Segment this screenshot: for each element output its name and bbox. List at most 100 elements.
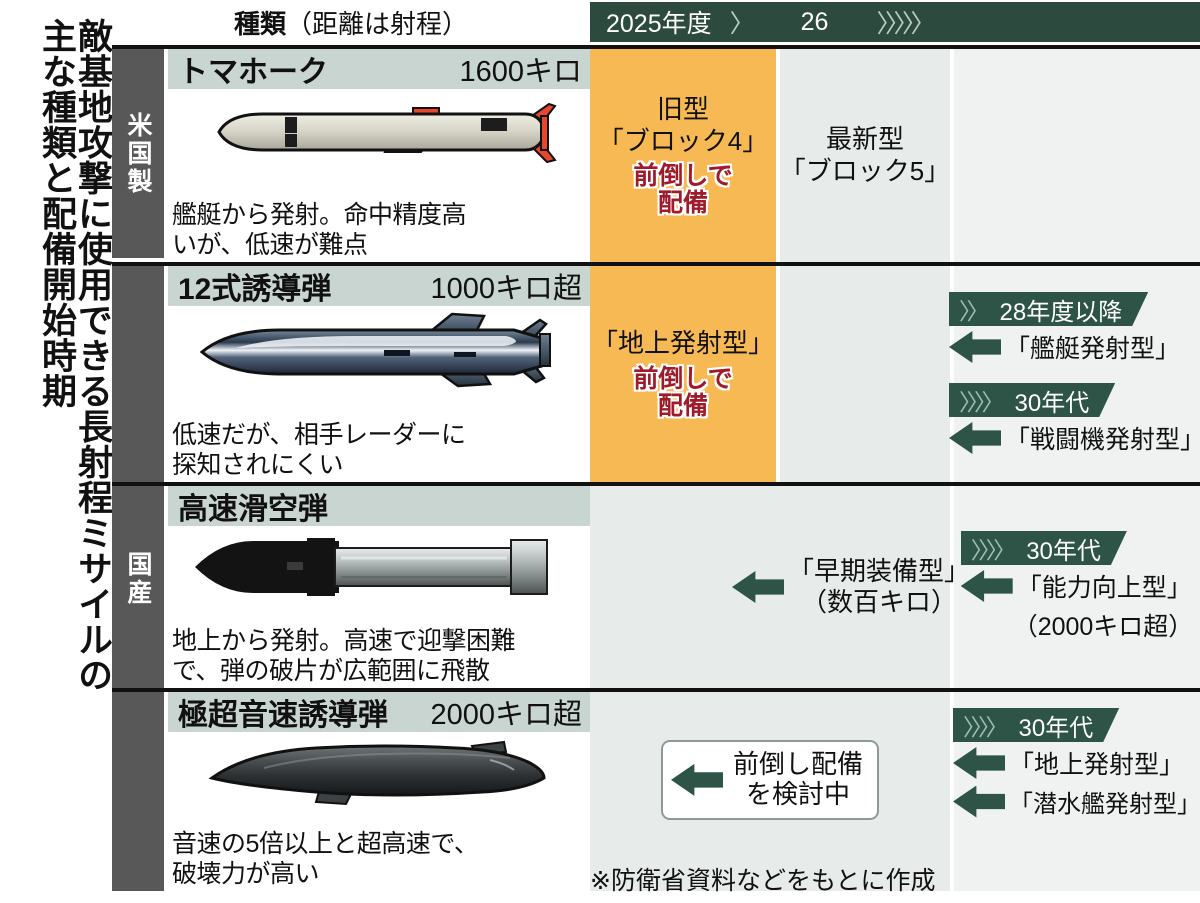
era-chip-30s-row4: 〉〉〉〉 30年代 xyxy=(953,708,1119,742)
chevron-right-multi-icon: 〉〉〉〉 xyxy=(970,537,1013,563)
arrow-left-icon xyxy=(949,422,1001,454)
table-row: 12式誘導弾 1000キロ超 xyxy=(112,266,1200,482)
era-chip-30s-row2: 〉〉〉〉 30年代 xyxy=(949,383,1115,417)
table-row: 高速滑空弾 xyxy=(112,486,1200,688)
timeline-header-banner: 2025年度 〉 26 〉〉〉〉〉 xyxy=(590,2,1200,42)
row-4-callout-line-2: を検討中 xyxy=(745,778,850,809)
row-3-variant-upgraded: 「能力向上型」 xyxy=(960,568,1192,604)
divider-row2-row3 xyxy=(112,482,1200,486)
type12-guided-missile-icon xyxy=(168,308,590,394)
row-2-stamp-line-2: 配備 xyxy=(657,391,708,420)
row-2-cell-future: 〉〉 28年度以降 「艦艇発射型」 〉〉〉〉 30年代 「戦闘機発射型」 xyxy=(949,266,1200,482)
row-2-variant-ship: 「艦艇発射型」 xyxy=(949,329,1180,365)
row-4-callout-text: 前倒し配備 を検討中 xyxy=(732,749,863,810)
row-4-desc-line-2: 破壊力が高い xyxy=(172,859,320,888)
chevron-right-multi-icon: 〉〉〉〉 xyxy=(959,389,1001,415)
maker-label-domestic: 国産 xyxy=(124,550,152,607)
arrow-left-icon xyxy=(953,747,1005,779)
row-1-name: トマホーク xyxy=(178,56,328,89)
era-chip-28-label: 28年度以降 xyxy=(999,298,1123,326)
row-1-c2-line-1: 最新型 xyxy=(825,124,904,155)
row-2-desc-line-1: 低速だが、相手レーダーに xyxy=(172,421,466,449)
chevron-right-multi-icon: 〉〉〉〉〉 xyxy=(876,10,935,38)
table-header: 種類（距離は射程） 2025年度 〉 26 〉〉〉〉〉 xyxy=(112,0,1200,45)
row-3-title-bar: 高速滑空弾 xyxy=(168,486,590,526)
table-row: トマホーク 1600キロ xyxy=(112,49,1200,262)
row-2-c1-line-1: 「地上発射型」 xyxy=(591,328,774,359)
row-1-stamp-line-2: 配備 xyxy=(657,188,708,217)
maker-band-us: 米国製 xyxy=(112,49,164,258)
arrow-left-icon xyxy=(960,570,1013,602)
row-2-stamp-line-1: 前倒しで xyxy=(633,364,733,393)
row-2-era-groups: 〉〉 28年度以降 「艦艇発射型」 〉〉〉〉 30年代 「戦闘機発射型」 xyxy=(949,292,1200,456)
row-3-variant-upgraded-range: （2000キロ超） xyxy=(1013,607,1194,643)
row-4-description: 音速の5倍以上と超高速で、 破壊力が高い xyxy=(172,830,588,889)
row-3-description: 地上から発射。高速で迎撃困難 で、弾の破片が広範囲に飛散 xyxy=(172,627,588,686)
era-chip-28-onward: 〉〉 28年度以降 xyxy=(949,292,1148,326)
chevron-right-icon: 〉 xyxy=(729,10,755,38)
row-3-name: 高速滑空弾 xyxy=(178,493,328,526)
maker-band-domestic: 国産 xyxy=(112,266,164,891)
tomahawk-missile-icon xyxy=(168,91,590,176)
row-1-range: 1600キロ xyxy=(459,56,582,88)
divider-row1-row2 xyxy=(112,262,1200,266)
row-4-range: 2000キロ超 xyxy=(430,699,582,731)
row-3-desc-line-2: で、弾の破片が広範囲に飛散 xyxy=(172,656,490,685)
row-1-info: トマホーク 1600キロ xyxy=(168,49,590,262)
chevron-right-multi-icon: 〉〉 xyxy=(959,298,986,324)
column-header-kind-main: 種類 xyxy=(233,9,286,39)
page-title-line-2: 主な種類と配備開始時期 xyxy=(36,18,76,409)
row-4-callout-line-1: 前倒し配備 xyxy=(732,749,863,779)
row-3-era-groups: 〉〉〉〉 30年代 「能力向上型」 （2000キロ超） xyxy=(960,531,1194,643)
row-1-cell-2025: 旧型 「ブロック4」 前倒しで 配備 xyxy=(590,49,776,262)
row-1-c1-line-1: 旧型 xyxy=(656,94,709,125)
row-2-range: 1000キロ超 xyxy=(430,273,582,305)
row-1-desc-line-1: 艦艇から発射。命中精度高 xyxy=(172,201,467,229)
row-3-early-variant: 「早期装備型」 （数百キロ） xyxy=(788,556,970,618)
row-1-title-bar: トマホーク 1600キロ xyxy=(168,49,590,89)
page-title: 敵基地攻撃に使用できる長射程ミサイルの 主な種類と配備開始時期 xyxy=(0,18,112,888)
row-2-title-bar: 12式誘導弾 1000キロ超 xyxy=(168,266,590,306)
table-row: 極超音速誘導弾 2000キロ超 xyxy=(112,692,1200,891)
arrow-left-icon xyxy=(670,763,723,796)
row-1-cell-26: 最新型 「ブロック5」 xyxy=(780,49,950,262)
row-3-variant-upgraded-range-label: （2000キロ超） xyxy=(1012,613,1194,641)
column-header-kind-sub: （距離は射程） xyxy=(286,9,469,39)
row-3-cell-future: 〉〉〉〉 30年代 「能力向上型」 （2000キロ超） xyxy=(954,486,1200,688)
row-3-cell-26: 「早期装備型」 （数百キロ） xyxy=(732,486,970,688)
row-3-early-variant-label: 「早期装備型」 xyxy=(788,555,971,586)
row-2-name: 12式誘導弾 xyxy=(178,273,332,306)
row-2-variant-fighter: 「戦闘機発射型」 xyxy=(949,420,1200,456)
row-1-c2-line-2: 「ブロック5」 xyxy=(779,155,951,186)
row-3-info: 高速滑空弾 xyxy=(168,486,590,688)
row-4-cell-future: 〉〉〉〉 30年代 「地上発射型」 「潜水艦発射型」 xyxy=(953,692,1200,891)
row-1-c1-line-2: 「ブロック4」 xyxy=(597,125,769,156)
era-chip-30s-label-row3: 30年代 xyxy=(1026,537,1101,565)
maker-label-us: 米国製 xyxy=(124,111,152,196)
arrow-left-icon xyxy=(949,331,1001,363)
row-3-early-variant-range: （数百キロ） xyxy=(801,587,958,617)
row-2-info: 12式誘導弾 1000キロ超 xyxy=(168,266,590,482)
row-4-variant-submarine: 「潜水艦発射型」 xyxy=(953,784,1200,819)
row-2-cell-2025: 「地上発射型」 前倒しで 配備 xyxy=(590,266,776,482)
row-1-deployment-stamp: 前倒しで 配備 xyxy=(633,161,733,217)
arrow-left-icon xyxy=(953,785,1005,818)
missile-timeline-table: 種類（距離は射程） 2025年度 〉 26 〉〉〉〉〉 米国製 国産 トマホーク… xyxy=(112,0,1200,903)
row-2-variant-ship-label: 「艦艇発射型」 xyxy=(1005,335,1181,363)
row-3-desc-line-1: 地上から発射。高速で迎撃困難 xyxy=(172,627,516,655)
row-1-stamp-line-1: 前倒しで xyxy=(633,161,733,190)
era-chip-30s-row3: 〉〉〉〉 30年代 xyxy=(961,531,1127,565)
row-2-deployment-stamp: 前倒しで 配備 xyxy=(633,364,733,420)
row-2-description: 低速だが、相手レーダーに 探知されにくい xyxy=(172,421,588,480)
row-4-era-groups: 〉〉〉〉 30年代 「地上発射型」 「潜水艦発射型」 xyxy=(953,708,1200,819)
row-3-variant-upgraded-label: 「能力向上型」 xyxy=(1016,574,1192,602)
row-2-desc-line-2: 探知されにくい xyxy=(172,450,344,479)
era-chip-30s-label-row2: 30年代 xyxy=(1014,389,1090,417)
era-chip-30s-label-row4: 30年代 xyxy=(1018,714,1094,742)
row-4-cell-26: 前倒し配備 を検討中 xyxy=(590,692,950,891)
row-4-callout-box: 前倒し配備 を検討中 xyxy=(660,740,879,820)
row-1-cell-future xyxy=(954,49,1200,262)
source-footnote: ※防衛省資料などをもとに作成 xyxy=(590,867,936,895)
timeline-year-2025: 2025年度 xyxy=(606,10,712,38)
row-4-name: 極超音速誘導弾 xyxy=(178,699,388,732)
